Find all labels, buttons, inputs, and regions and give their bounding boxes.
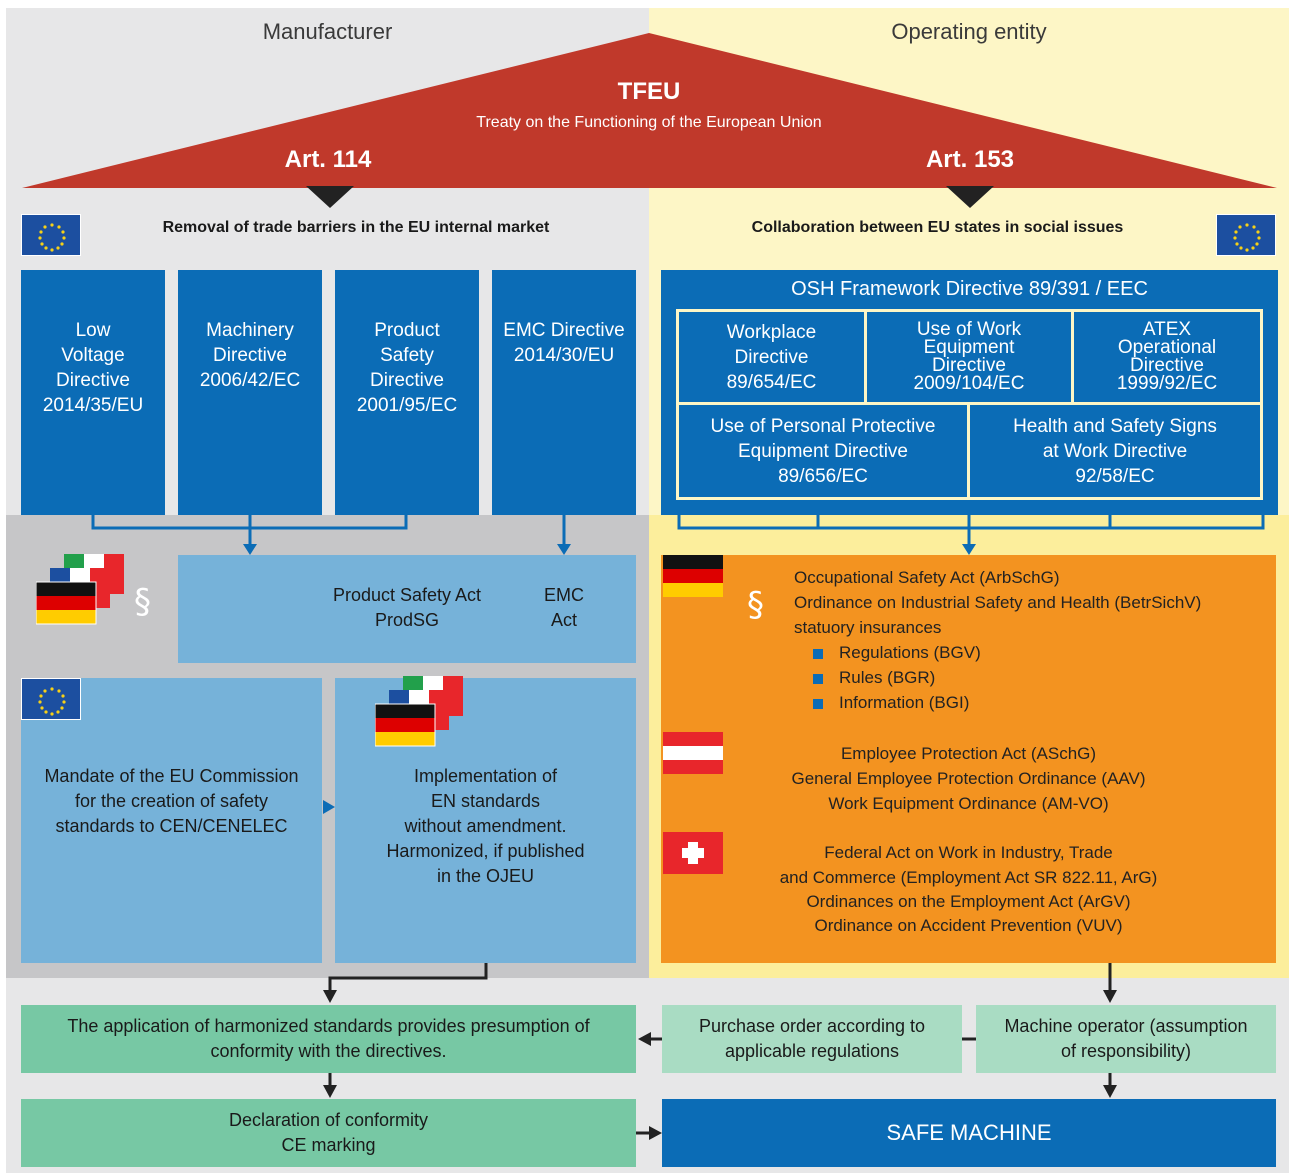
signs-line-2: at Work Directive — [1042, 440, 1188, 462]
austria-law-1: Employee Protection Act (ASchG) — [840, 744, 1097, 763]
mandate-line-3: standards to CEN/CENELEC — [55, 816, 288, 836]
germany-flag-icon — [663, 555, 723, 597]
atex-line-4: 1999/92/EC — [1116, 373, 1218, 394]
austria-law-2: General Employee Protection Ordinance (A… — [791, 769, 1146, 788]
switzerland-law-3: Ordinances on the Employment Act (ArGV) — [806, 892, 1131, 911]
article-114-label: Art. 114 — [284, 146, 372, 173]
product-safety-directive-text: Product Safety Directive 2001/95/EC — [356, 320, 458, 416]
bullet-icon — [813, 673, 823, 684]
atex-directive-box: ATEX Operational Directive 1999/92/EC — [1071, 309, 1263, 405]
implementation-line-5: in the OJEU — [436, 866, 535, 886]
ppe-line-2: Equipment Directive — [737, 440, 909, 462]
emc-directive-box: EMC Directive 2014/30/EU — [492, 270, 636, 515]
germany-list-item: Information (BGI) — [813, 690, 969, 715]
manufacturer-section-title: Removal of trade barriers in the EU inte… — [162, 219, 550, 236]
implementation-line-4: Harmonized, if published — [386, 841, 585, 861]
declaration-of-conformity-box: Declaration of conformity CE marking — [21, 1099, 636, 1167]
harmonized-standards-box: The application of harmonized standards … — [21, 1005, 636, 1073]
work-equipment-line-4: 2009/104/EC — [913, 373, 1025, 394]
work-equipment-line-2: Equipment — [923, 337, 1015, 358]
ppe-directive-box: Use of Personal Protective Equipment Dir… — [676, 402, 970, 500]
germany-list-item-label: Regulations (BGV) — [839, 643, 981, 662]
work-equipment-line-3: Directive — [932, 355, 1006, 376]
eu-mandate-box: Mandate of the EU Commission for the cre… — [21, 678, 322, 963]
bullet-icon — [813, 698, 823, 709]
germany-law-2: Ordinance on Industrial Safety and Healt… — [794, 593, 1202, 612]
osh-framework-title: OSH Framework Directive 89/391 / EEC — [791, 278, 1148, 300]
workplace-line-3: 89/654/EC — [726, 371, 817, 393]
operating-entity-header: Operating entity — [891, 19, 1047, 44]
emc-act-line-1: EMC — [544, 585, 584, 605]
ppe-line-3: 89/656/EC — [778, 465, 868, 487]
safety-signs-directive-box: Health and Safety Signs at Work Directiv… — [967, 402, 1263, 500]
purchase-line-2: applicable regulations — [724, 1041, 900, 1061]
operator-line-1: Machine operator (assumption — [1004, 1016, 1248, 1036]
switzerland-flag-icon — [663, 832, 723, 874]
austria-law-3: Work Equipment Ordinance (AM-VO) — [828, 794, 1109, 813]
paragraph-symbol-left: § — [134, 582, 151, 622]
paragraph-symbol-right: § — [747, 585, 764, 625]
germany-list-item-label: Rules (BGR) — [839, 668, 936, 687]
en-standards-implementation-box: Implementation of EN standards without a… — [335, 678, 636, 963]
low-voltage-directive-text: Low Voltage Directive 2014/35/EU — [42, 320, 144, 416]
purchase-line-1: Purchase order according to — [698, 1016, 926, 1036]
workplace-line-2: Directive — [734, 346, 809, 368]
switzerland-law-1: Federal Act on Work in Industry, Trade — [824, 843, 1113, 862]
article-153-label: Art. 153 — [925, 146, 1015, 173]
work-equipment-line-1: Use of Work — [916, 319, 1022, 340]
emc-act-box: EMC Act — [492, 555, 636, 663]
national-flags-icon — [375, 676, 463, 747]
implementation-line-2: EN standards — [430, 791, 541, 811]
atex-line-3: Directive — [1130, 355, 1204, 376]
harmonized-line-2: conformity with the directives. — [210, 1041, 447, 1061]
low-voltage-directive-box: Low Voltage Directive 2014/35/EU — [21, 270, 165, 515]
declaration-line-2: CE marking — [281, 1135, 376, 1155]
eu-flag-icon — [21, 214, 81, 256]
declaration-line-1: Declaration of conformity — [228, 1110, 429, 1130]
operator-line-2: of responsibility) — [1060, 1041, 1192, 1061]
implementation-line-1: Implementation of — [413, 766, 558, 786]
atex-line-2: Operational — [1117, 337, 1217, 358]
emc-act-line-2: Act — [550, 610, 577, 630]
manufacturer-header: Manufacturer — [262, 19, 393, 44]
germany-list-item-label: Information (BGI) — [839, 693, 970, 712]
machinery-directive-text: Machinery Directive 2006/42/EC — [199, 320, 301, 391]
roof-title: TFEU — [617, 78, 681, 105]
bullet-icon — [813, 648, 823, 659]
germany-list-item: Regulations (BGV) — [813, 640, 981, 665]
signs-line-1: Health and Safety Signs — [1013, 415, 1217, 437]
roof-subtitle: Treaty on the Functioning of the Europea… — [476, 114, 822, 131]
harmonized-line-1: The application of harmonized standards … — [67, 1016, 590, 1036]
product-safety-directive-box: Product Safety Directive 2001/95/EC — [335, 270, 479, 515]
national-flags-icon — [36, 554, 124, 625]
workplace-line-1: Workplace — [726, 321, 817, 343]
eu-flag-icon — [1216, 214, 1276, 256]
switzerland-law-4: Ordinance on Accident Prevention (VUV) — [814, 916, 1123, 935]
germany-law-1: Occupational Safety Act (ArbSchG) — [794, 568, 1060, 587]
work-equipment-directive-box: Use of Work Equipment Directive 2009/104… — [864, 309, 1074, 405]
germany-law-3: statuory insurances — [794, 618, 942, 637]
national-laws-box: § Occupational Safety Act (ArbSchG) Ordi… — [661, 555, 1276, 963]
workplace-directive-box: Workplace Directive 89/654/EC — [676, 309, 867, 405]
signs-line-3: 92/58/EC — [1075, 465, 1155, 487]
germany-list-item: Rules (BGR) — [813, 665, 935, 690]
machine-operator-box: Machine operator (assumption of responsi… — [976, 1005, 1276, 1073]
eu-flag-icon — [21, 678, 81, 720]
austria-flag-icon — [663, 732, 723, 774]
safe-machine-box: SAFE MACHINE — [662, 1099, 1276, 1167]
operating-entity-section-title: Collaboration between EU states in socia… — [751, 219, 1124, 236]
ppe-line-1: Use of Personal Protective — [710, 415, 936, 437]
machinery-directive-box: Machinery Directive 2006/42/EC — [178, 270, 322, 515]
prodsg-line-2: ProdSG — [374, 610, 440, 630]
purchase-order-box: Purchase order according to applicable r… — [662, 1005, 962, 1073]
mandate-line-2: for the creation of safety — [74, 791, 269, 811]
atex-line-1: ATEX — [1142, 319, 1192, 340]
implementation-line-3: without amendment. — [404, 816, 567, 836]
mandate-line-1: Mandate of the EU Commission — [44, 766, 299, 786]
emc-directive-text: EMC Directive 2014/30/EU — [503, 320, 625, 366]
switzerland-law-2: and Commerce (Employment Act SR 822.11, … — [779, 868, 1158, 887]
prodsg-line-1: Product Safety Act — [332, 585, 482, 605]
